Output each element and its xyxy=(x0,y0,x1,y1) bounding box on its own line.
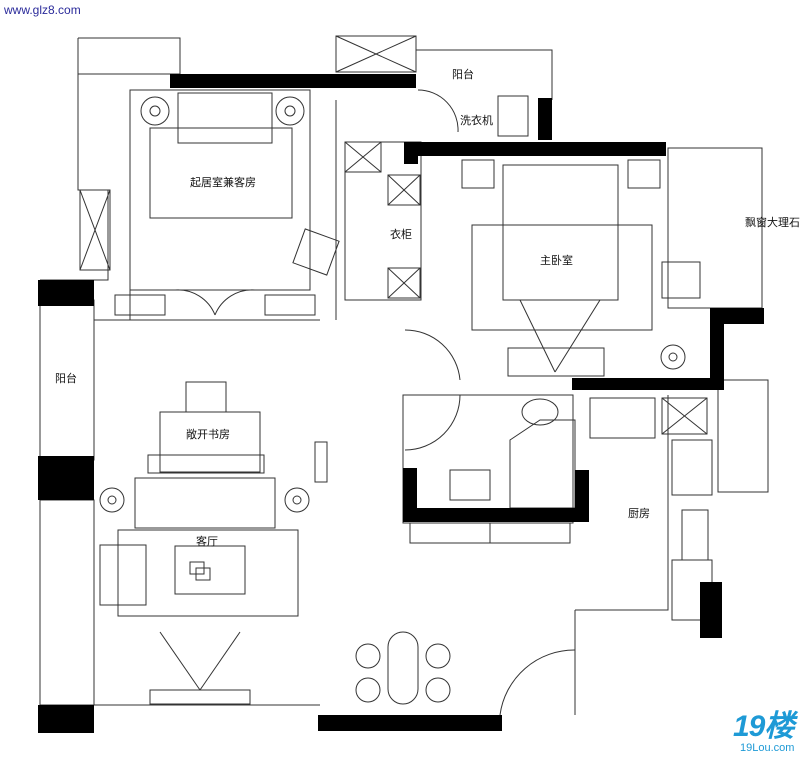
watermark-top-left: www.glz8.com xyxy=(4,3,81,17)
room-label-master-bedroom: 主卧室 xyxy=(540,253,573,267)
wall-bath-left xyxy=(403,468,417,520)
top-window-box xyxy=(335,35,417,73)
wall-left-upper xyxy=(38,280,94,306)
wall-kitchen-right xyxy=(700,582,722,638)
room-label-balcony-top: 阳台 xyxy=(452,67,474,81)
watermark-logo: 19楼 xyxy=(733,710,794,743)
room-label-living-room: 客厅 xyxy=(196,534,218,548)
wall-left-mid xyxy=(38,456,94,500)
room-label-living-guest: 起居室兼客房 xyxy=(190,175,256,189)
master-bed xyxy=(502,164,619,301)
room-label-bay-window: 飘窗大理石 xyxy=(745,215,800,229)
room-label-washer: 洗衣机 xyxy=(460,113,493,127)
wall-right-step xyxy=(572,308,764,390)
wall-bottom xyxy=(318,715,502,731)
room-label-balcony-left: 阳台 xyxy=(55,371,77,385)
wall-washer xyxy=(538,98,552,140)
washer-box xyxy=(497,95,529,137)
room-label-kitchen: 厨房 xyxy=(628,507,650,520)
wall-bedroom-top xyxy=(404,142,666,156)
wall-top xyxy=(170,74,416,88)
top-balcony-outline xyxy=(416,49,553,100)
guest-room-carpet xyxy=(149,127,293,219)
room-label-wardrobe: 衣柜 xyxy=(390,227,412,241)
room-label-open-study: 敞开书房 xyxy=(186,427,230,441)
dining-table xyxy=(387,631,419,705)
outer-outline xyxy=(77,37,181,75)
wall-left-bottom xyxy=(38,705,94,733)
study-desk xyxy=(159,411,261,473)
watermark-domain: 19Lou.com xyxy=(740,742,795,754)
wardrobe-frame xyxy=(344,141,422,301)
living-sofa xyxy=(134,477,276,529)
